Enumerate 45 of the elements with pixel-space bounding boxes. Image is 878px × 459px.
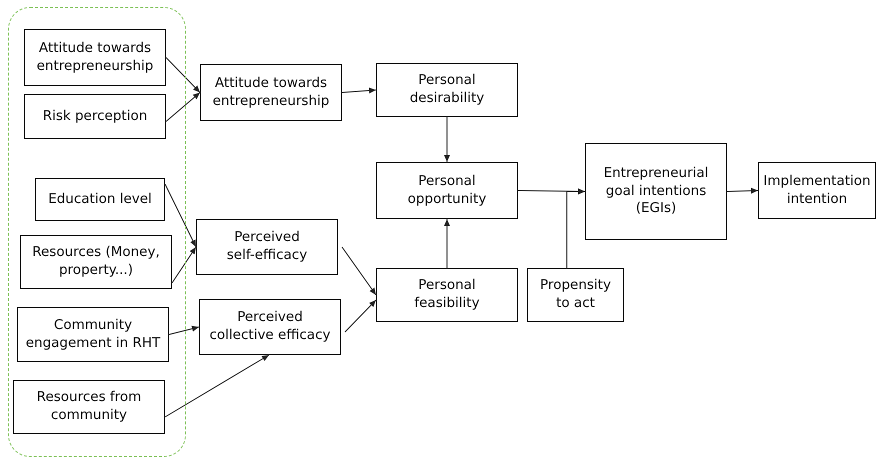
concept-box — [13, 380, 165, 434]
box-label: Perceived collective efficacy — [208, 309, 332, 345]
concept-box — [24, 29, 166, 86]
box-label: Community engagement in RHT — [24, 316, 162, 352]
box-label: Education level — [47, 190, 153, 208]
concept-box — [376, 268, 518, 322]
arrow — [518, 188, 586, 194]
arrow — [444, 116, 450, 162]
concept-box — [199, 299, 341, 355]
box-label: Entrepreneurial goal intentions (EGIs) — [602, 165, 710, 218]
arrow — [164, 184, 196, 248]
box-label: Resources (Money, property...) — [31, 244, 161, 280]
arrow — [444, 218, 450, 268]
group-outline — [8, 7, 186, 457]
concept-box — [585, 143, 727, 240]
arrow — [342, 88, 376, 94]
concept-box — [527, 268, 624, 322]
arrow — [164, 354, 270, 418]
concept-box — [196, 219, 338, 275]
box-label: Risk perception — [42, 108, 148, 126]
arrow — [168, 326, 200, 335]
arrow — [344, 300, 376, 332]
arrow — [166, 57, 200, 93]
concept-box — [17, 307, 169, 362]
arrow — [726, 188, 758, 194]
box-label: Attitude towards entrepreneurship — [36, 40, 154, 76]
concept-box — [35, 178, 165, 221]
concept-box — [24, 94, 166, 139]
concept-box — [376, 63, 518, 117]
box-label: Attitude towards entrepreneurship — [212, 74, 330, 110]
arrow — [566, 188, 586, 268]
concept-box — [376, 162, 518, 219]
arrow — [342, 246, 376, 296]
arrow — [172, 246, 196, 284]
box-label: Propensity to act — [539, 277, 612, 313]
arrow — [166, 92, 200, 122]
box-label: Personal opportunity — [406, 172, 488, 208]
box-label: Resources from community — [36, 389, 142, 425]
concept-box — [200, 64, 342, 121]
box-label: Personal feasibility — [413, 277, 481, 313]
concept-box — [758, 162, 876, 219]
box-label: Implementation intention — [762, 172, 872, 208]
concept-box — [20, 235, 172, 289]
box-label: Perceived self-efficacy — [226, 229, 308, 265]
box-label: Personal desirability — [408, 72, 486, 108]
